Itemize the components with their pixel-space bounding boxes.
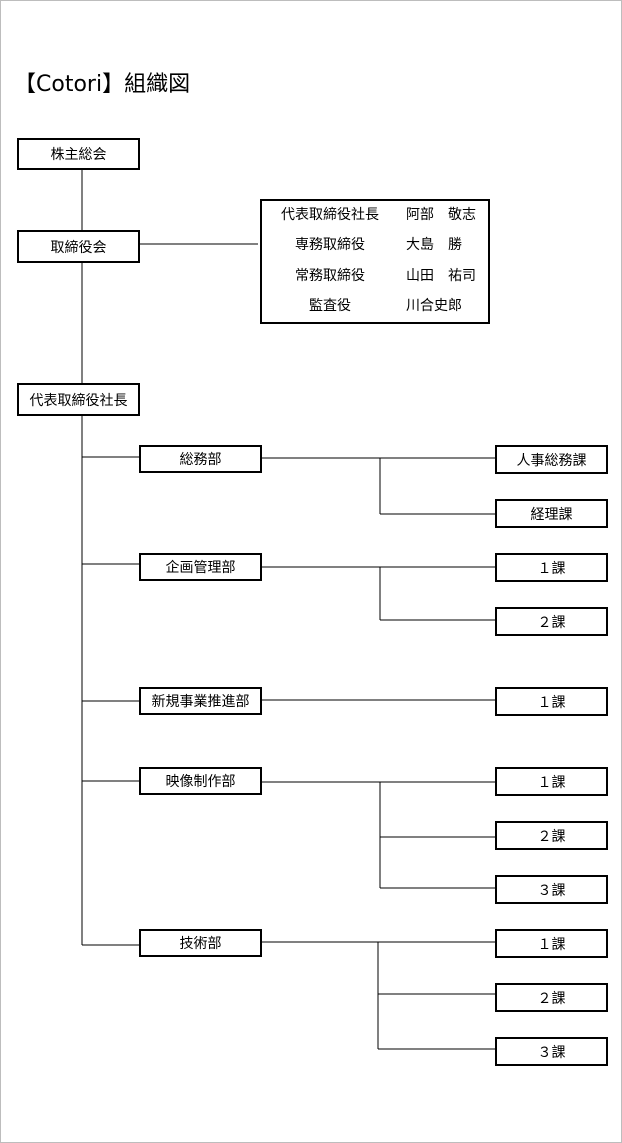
board-box: 取締役会 <box>17 230 140 263</box>
section-box: ２課 <box>495 983 608 1012</box>
officer-role: 専務取締役 <box>295 237 365 253</box>
shareholders-box: 株主総会 <box>17 138 140 170</box>
department-box: 総務部 <box>139 445 262 473</box>
section-box: １課 <box>495 553 608 582</box>
section-box: ３課 <box>495 1037 608 1066</box>
officer-name: 大島 勝 <box>406 237 462 253</box>
section-box: １課 <box>495 767 608 796</box>
president-box: 代表取締役社長 <box>17 383 140 416</box>
officer-row: 常務取締役 山田 祐司 <box>262 266 488 286</box>
department-box: 技術部 <box>139 929 262 957</box>
officer-name: 川合史郎 <box>406 298 462 314</box>
officer-name: 山田 祐司 <box>406 268 476 284</box>
officer-row: 監査役 川合史郎 <box>262 296 488 316</box>
section-box: ３課 <box>495 875 608 904</box>
officer-role: 常務取締役 <box>295 268 365 284</box>
section-box: １課 <box>495 687 608 716</box>
officers-box: 代表取締役社長 阿部 敬志 専務取締役 大島 勝 常務取締役 山田 祐司 監査役… <box>260 199 490 324</box>
officer-role: 監査役 <box>309 298 351 314</box>
section-box: ２課 <box>495 607 608 636</box>
officer-row: 代表取締役社長 阿部 敬志 <box>262 205 488 225</box>
department-box: 映像制作部 <box>139 767 262 795</box>
officer-name: 阿部 敬志 <box>406 207 476 223</box>
officer-row: 専務取締役 大島 勝 <box>262 235 488 255</box>
section-box: １課 <box>495 929 608 958</box>
section-box: ２課 <box>495 821 608 850</box>
page-title: 【Cotori】組織図 <box>14 72 191 97</box>
section-box: 人事総務課 <box>495 445 608 474</box>
department-box: 企画管理部 <box>139 553 262 581</box>
officer-role: 代表取締役社長 <box>281 207 379 223</box>
section-box: 経理課 <box>495 499 608 528</box>
department-box: 新規事業推進部 <box>139 687 262 715</box>
